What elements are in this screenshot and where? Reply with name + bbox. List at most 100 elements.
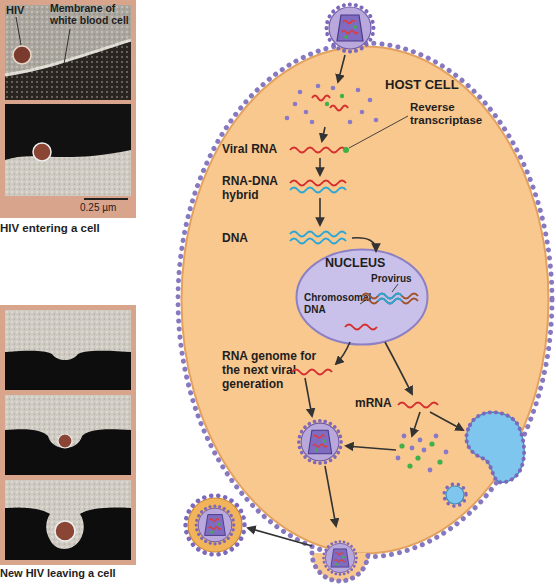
callout-label: Membrane of white blood cell (50, 2, 136, 26)
exit-micrographs (5, 310, 131, 360)
exit-micrographs (0, 305, 136, 565)
exit-micrographs (0, 305, 136, 565)
exit-micrographs (5, 310, 131, 360)
callout-label: HIV (6, 4, 40, 17)
assembly-budding (196, 506, 234, 544)
integrated-provirus (392, 284, 398, 292)
entry-micrographs (5, 150, 131, 196)
virus-entry (330, 106, 348, 111)
transcription-translation (428, 468, 433, 473)
exit-micrographs (55, 521, 75, 541)
virus-entry (348, 120, 353, 125)
stage-label: Viral RNA (222, 143, 288, 157)
transcription-translation (415, 455, 420, 460)
cell-title: HOST CELL (385, 78, 475, 93)
host-cell-shape (182, 47, 549, 554)
transcription-translation (466, 412, 524, 482)
transcription-translation (429, 441, 434, 446)
transcription-translation (422, 448, 427, 453)
stage-label: DNA (222, 232, 262, 246)
virus-entry (285, 116, 290, 121)
nucleus-title: NUCLEUS (325, 256, 405, 270)
virus-entry (285, 84, 379, 125)
entry-micrographs (5, 150, 131, 196)
virus-entry (368, 98, 373, 103)
assembly-budding (188, 498, 242, 552)
virus-entry (327, 5, 374, 52)
integrated-provirus (362, 299, 418, 304)
enzyme-label: Reverse transcriptase (410, 101, 506, 127)
virus-entry (304, 110, 309, 115)
entry-micrographs (84, 198, 128, 200)
transcription-translation (336, 342, 350, 364)
stage-label: mRNA (355, 397, 399, 411)
transcription-translation (444, 484, 466, 506)
transcription-translation (292, 370, 332, 375)
reverse-transcription (349, 116, 408, 148)
reverse-transcription (290, 116, 408, 251)
transcription-translation (430, 412, 463, 430)
exit-micrographs (5, 395, 131, 475)
assembly-budding (299, 421, 341, 463)
reverse-transcription (319, 158, 321, 175)
part-label: Provirus (371, 273, 423, 285)
virus-entry (338, 55, 345, 82)
exit-micrographs (5, 395, 131, 448)
virus-entry (312, 96, 330, 101)
integrated-provirus (378, 299, 402, 304)
part-label: Chromosomal DNA (304, 292, 376, 315)
assembly-budding (325, 466, 336, 526)
reverse-transcription (352, 238, 376, 251)
micrograph-panel: HIVMembrane of white blood cell0.25 µmHI… (0, 0, 136, 240)
reverse-transcription (290, 181, 346, 186)
reverse-transcription (343, 147, 349, 153)
panel-caption: New HIV leaving a cell (0, 567, 136, 580)
integrated-provirus (378, 294, 402, 299)
membrane-spikes (178, 43, 552, 557)
stage-label: RNA genome for the next viral generation (222, 350, 334, 391)
exit-micrographs (5, 480, 131, 560)
membrane-spikes (178, 43, 552, 557)
transcription-translation (396, 434, 449, 473)
reverse-transcription (319, 198, 321, 225)
host-cell: HOST CELL Viral RNA Reverse transcriptaseR… (180, 45, 550, 555)
assembly-budding (248, 528, 312, 546)
micrograph-panel: New HIV leaving a cell (0, 305, 136, 588)
transcription-translation (412, 412, 420, 436)
entry-micrographs (64, 29, 70, 64)
exit-micrographs (5, 310, 131, 390)
transcription-translation (437, 459, 442, 464)
virus-entry (331, 86, 336, 91)
reverse-transcription (290, 232, 346, 237)
virus-entry (298, 90, 303, 95)
transcription-translation (410, 446, 415, 451)
virus-entry (340, 94, 344, 98)
transcription-translation (446, 486, 464, 504)
assembly-budding (305, 378, 312, 416)
scale-label: 0.25 µm (80, 202, 136, 214)
entry-micrographs (5, 104, 131, 196)
transcription-translation (466, 412, 524, 482)
transcription-translation (434, 434, 439, 439)
assembly-budding (186, 378, 397, 581)
exit-micrographs (5, 480, 131, 549)
integrated-provirus (360, 300, 366, 304)
virus-entry (325, 102, 329, 106)
reverse-transcription (290, 148, 346, 153)
integrated-provirus (345, 325, 377, 330)
assembly-budding (324, 542, 357, 575)
nucleus: NUCLEUS Chromosomal DNA Provirus (295, 248, 429, 346)
integrated-provirus (345, 284, 418, 330)
transcription-translation (444, 450, 449, 455)
nucleus-shape (297, 250, 428, 345)
assembly-budding (312, 553, 368, 581)
virus-entry (310, 120, 315, 125)
stage-label: RNA-DNA hybrid (222, 175, 290, 203)
exit-micrographs (5, 480, 131, 549)
transcription-translation (402, 434, 407, 439)
reverse-transcription (290, 188, 346, 193)
transcription-translation (407, 463, 412, 468)
virus-entry (322, 127, 325, 141)
virus-entry (360, 110, 365, 115)
